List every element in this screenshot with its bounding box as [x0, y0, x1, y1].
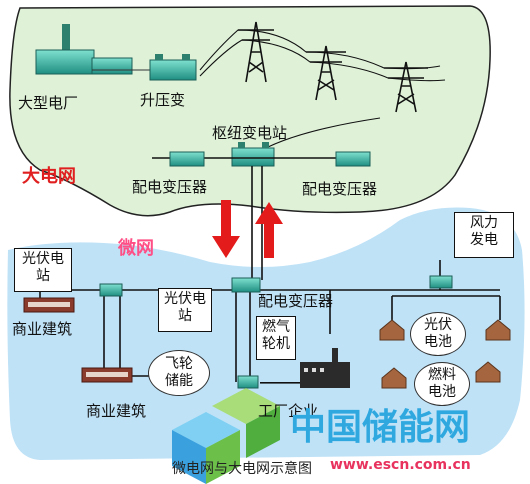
- grid-dist-transformer-left-label: 配电变压器: [132, 178, 208, 196]
- commercial-building-bottom-label: 商业建筑: [86, 402, 147, 420]
- microgrid-bus-lines: [30, 260, 501, 382]
- grid-region-label: 大电网: [22, 166, 76, 187]
- hub-substation-label: 枢纽变电站: [212, 124, 288, 142]
- gas-turbine-label: 燃气轮机: [256, 316, 296, 360]
- microgrid-node-bottom-icon: [237, 375, 259, 389]
- microgrid-node-left-icon: [99, 283, 123, 297]
- pv-station-left-label: 光伏电站: [14, 248, 72, 292]
- diagram-caption: 微电网与大电网示意图: [172, 461, 312, 477]
- commercial-building-bottom-icon: [81, 367, 133, 383]
- commercial-building-top-icon: [23, 297, 75, 313]
- watermark-url: www.escn.com.cn: [330, 457, 471, 473]
- step-up-transformer-icon: [149, 54, 197, 81]
- microgrid-region-label: 微网: [118, 238, 154, 259]
- hub-substation-icon: [231, 142, 275, 167]
- transmission-towers-icon: [199, 21, 446, 151]
- commercial-building-top-label: 商业建筑: [12, 320, 73, 338]
- grid-region: [9, 5, 491, 217]
- power-plant-label: 大型电厂: [18, 94, 79, 112]
- factory-label: 工厂企业: [258, 402, 319, 420]
- watermark-text: 中国储能网: [290, 407, 471, 448]
- microgrid-dist-transformer-icon: [231, 277, 261, 293]
- grid-dist-transformer-right-label: 配电变压器: [302, 180, 378, 198]
- factory-icon: [260, 348, 350, 388]
- pv-station-center-label: 光伏电站: [158, 288, 212, 332]
- microgrid-node-right-icon: [429, 275, 453, 289]
- flywheel-storage-label: 飞轮储能: [148, 350, 210, 396]
- grid-dist-transformer-right-icon: [335, 151, 371, 167]
- house-icons: [379, 319, 511, 389]
- power-flow-up-arrow: [255, 202, 283, 258]
- fuel-cell-label: 燃料电池: [414, 362, 470, 406]
- step-up-label: 升压变: [140, 91, 186, 109]
- microgrid-dist-transformer-label: 配电变压器: [258, 292, 334, 310]
- power-plant-icon: [35, 24, 150, 75]
- pv-cell-label: 光伏电池: [410, 312, 466, 356]
- grid-dist-transformer-left-icon: [169, 151, 205, 167]
- wind-power-label: 风力发电: [454, 212, 514, 258]
- watermark-cube-icon: [172, 388, 280, 484]
- power-flow-down-arrow: [212, 200, 240, 258]
